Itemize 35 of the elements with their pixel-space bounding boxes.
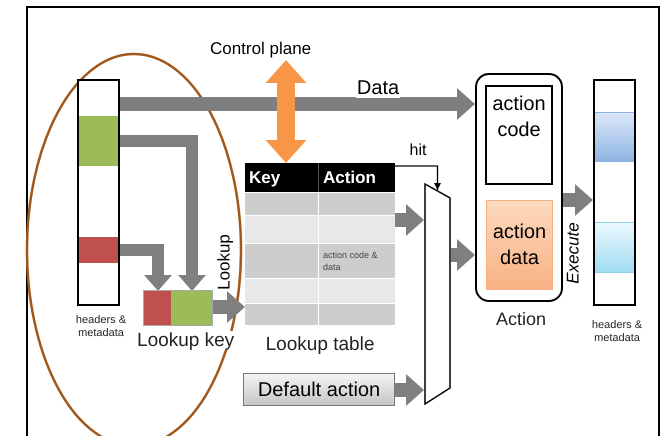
double-headed-arrow xyxy=(266,60,306,163)
block-arrow xyxy=(213,291,245,323)
default-action-box xyxy=(243,373,395,406)
node-label: headers & metadata xyxy=(74,314,128,340)
key-field xyxy=(172,291,212,325)
key-field xyxy=(144,291,172,325)
header-field xyxy=(595,112,634,162)
edge-label: Execute xyxy=(564,221,582,285)
multiplexer-shape xyxy=(424,183,451,405)
header-field xyxy=(595,222,634,273)
action-data-label: action data xyxy=(492,220,548,271)
edge-label: Lookup xyxy=(216,233,232,291)
node-label: Lookup table xyxy=(264,333,376,357)
action-code-box xyxy=(485,85,553,185)
edge-label: Data xyxy=(356,78,400,98)
action-data-box xyxy=(486,200,553,290)
node-label: headers & metadata xyxy=(590,319,644,345)
block-arrow xyxy=(118,135,206,291)
block-arrow xyxy=(118,244,172,291)
block-arrow xyxy=(395,374,424,406)
arrow xyxy=(395,165,441,190)
table-header-cell: Key xyxy=(245,163,319,192)
header-field xyxy=(79,237,118,263)
header-field xyxy=(79,116,118,166)
control-plane-label: Control plane xyxy=(210,39,312,58)
table-header-cell: Action xyxy=(319,163,395,192)
block-arrow xyxy=(395,204,424,236)
block-arrow xyxy=(120,88,475,120)
default-action-label: Default action xyxy=(258,378,380,402)
block-arrow xyxy=(451,239,475,271)
node-label: Action xyxy=(494,308,548,331)
node-label: Lookup key xyxy=(137,331,233,350)
table-cell: action code & data xyxy=(319,244,395,278)
block-arrow xyxy=(563,184,593,216)
action-code-label: action code xyxy=(491,92,547,143)
